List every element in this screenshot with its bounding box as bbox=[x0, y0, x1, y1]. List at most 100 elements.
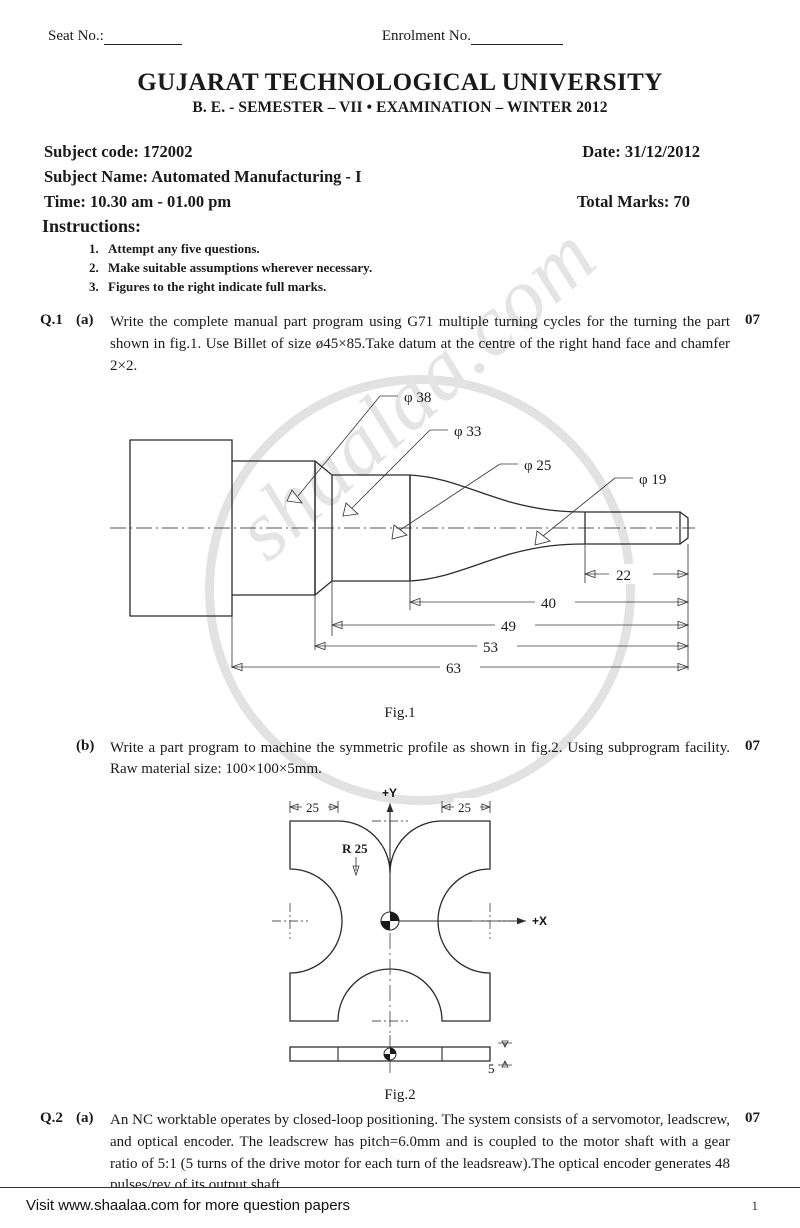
figure2-x-arrowhead bbox=[517, 917, 526, 925]
figure2-side-view-outline bbox=[289, 1046, 491, 1062]
question-text: Write a part program to machine the symm… bbox=[110, 739, 730, 778]
exam-time: Time: 10.30 am - 01.00 pm bbox=[44, 192, 232, 212]
figure-1-caption: Fig.1 bbox=[384, 704, 416, 721]
question-text: Write the complete manual part program u… bbox=[110, 314, 730, 374]
footer-row: Visit www.shaalaa.com for more question … bbox=[0, 1188, 800, 1228]
figure1-arrow-25 bbox=[391, 523, 408, 540]
seat-no-label: Seat No.: bbox=[48, 28, 104, 44]
figure-1: φ 38 φ 33 φ 25 φ 19 22 bbox=[40, 378, 760, 703]
figure1-arrow-22-right bbox=[677, 569, 690, 578]
question-sub-label: (a) bbox=[76, 312, 94, 329]
subject-name: Subject Name: Automated Manufacturing - … bbox=[44, 167, 362, 187]
subject-code: Subject code: 172002 bbox=[44, 142, 193, 161]
instruction-item: Make suitable assumptions wherever neces… bbox=[102, 259, 760, 278]
figure-2-drawing: +Y +X 25 2 bbox=[272, 786, 547, 1076]
figure1-label-63: 63 bbox=[446, 661, 461, 677]
figure1-label-phi33: φ 33 bbox=[454, 424, 481, 440]
figure2-y-arrowhead bbox=[386, 803, 394, 813]
page-number: 1 bbox=[751, 1197, 759, 1213]
figure1-arrow-19 bbox=[534, 529, 551, 546]
figure2-label-plus-x: +X bbox=[532, 914, 547, 928]
figure2-arrow-25l-b bbox=[329, 803, 340, 811]
seat-no-blank[interactable] bbox=[103, 28, 182, 45]
figure2-label-r25: R 25 bbox=[342, 841, 368, 856]
figure1-arrow-49-right bbox=[677, 620, 690, 629]
exam-paper-page: Seat No.: Enrolment No. GUJARAT TECHNOLO… bbox=[0, 0, 800, 1197]
exam-date: Date: 31/12/2012 bbox=[582, 142, 700, 161]
question-number: Q.1 bbox=[40, 312, 63, 329]
figure1-label-53: 53 bbox=[483, 640, 498, 656]
figure1-arrow-22-left bbox=[583, 569, 596, 578]
question-marks: 07 bbox=[745, 737, 760, 754]
question-number bbox=[40, 738, 76, 782]
figure1-arrow-40-right bbox=[677, 597, 690, 606]
figure1-arrow-63-left bbox=[230, 662, 243, 671]
figure2-side-datum-q1 bbox=[390, 1048, 396, 1055]
page-footer: Visit www.shaalaa.com for more question … bbox=[0, 1187, 800, 1228]
figure-1-drawing: φ 38 φ 33 φ 25 φ 19 22 bbox=[110, 390, 695, 677]
question-sub-label: (a) bbox=[76, 1110, 94, 1127]
meta-row-time: Time: 10.30 am - 01.00 pm Total Marks: 7… bbox=[40, 189, 760, 214]
figure-2: +Y +X 25 2 bbox=[40, 785, 760, 1085]
figure2-arrow-r25 bbox=[352, 865, 360, 877]
figure1-chamfer-33 bbox=[314, 460, 333, 596]
figure2-arrow-25l-a bbox=[288, 803, 299, 811]
instructions-heading: Instructions: bbox=[42, 216, 142, 237]
figure1-label-49: 49 bbox=[501, 619, 516, 635]
figure2-side-view-divisions bbox=[337, 1047, 443, 1062]
question-sub-label: (b) bbox=[76, 737, 95, 754]
figure1-label-phi25: φ 25 bbox=[524, 458, 551, 474]
instruction-item: Figures to the right indicate full marks… bbox=[102, 278, 760, 297]
enrolment-no-blank[interactable] bbox=[470, 28, 563, 45]
figure2-arrow-25r-b bbox=[481, 803, 492, 811]
meta-row-code: Subject code: 172002 Date: 31/12/2012 bbox=[40, 139, 760, 164]
figure1-arrow-63-right bbox=[677, 662, 690, 671]
figure1-label-40: 40 bbox=[541, 596, 556, 612]
figure1-leader-25 bbox=[399, 463, 501, 530]
question-text: An NC worktable operates by closed-loop … bbox=[110, 1112, 730, 1194]
figure2-side-datum-q3 bbox=[384, 1054, 390, 1061]
figure1-taper-bottom bbox=[409, 542, 586, 582]
figure1-arrow-53-right bbox=[677, 641, 690, 650]
figure1-dim-49-mask bbox=[495, 614, 535, 635]
figure1-right-chamfer bbox=[679, 511, 689, 545]
figure1-dim-53-mask bbox=[477, 635, 517, 656]
question-q1-a: Q.1 (a) Write the complete manual part p… bbox=[40, 312, 760, 377]
figure2-label-thickness: 5 bbox=[488, 1061, 495, 1076]
footer-divider bbox=[0, 1187, 800, 1188]
figure2-datum-q1 bbox=[390, 912, 399, 922]
figure1-arrow-49-left bbox=[330, 620, 343, 629]
figure2-label-25-left: 25 bbox=[306, 800, 319, 815]
question-marks: 07 bbox=[745, 1110, 760, 1127]
total-marks: Total Marks: 70 bbox=[576, 192, 690, 212]
figure2-label-plus-y: +Y bbox=[382, 786, 397, 800]
enrolment-no-label: Enrolment No. bbox=[381, 28, 471, 44]
footer-text[interactable]: Visit www.shaalaa.com for more question … bbox=[26, 1197, 351, 1214]
figure1-arrow-33 bbox=[342, 501, 359, 517]
question-marks: 07 bbox=[745, 312, 760, 329]
instruction-item: Attempt any five questions. bbox=[102, 240, 760, 259]
figure1-arrow-38 bbox=[286, 488, 303, 504]
figure2-datum-q3 bbox=[381, 921, 390, 931]
university-title: GUJARAT TECHNOLOGICAL UNIVERSITY bbox=[137, 69, 663, 96]
figure2-arrow-25r-a bbox=[440, 803, 451, 811]
figure2-profile-outline bbox=[289, 820, 491, 1022]
figure2-thickness-arrow-bottom bbox=[501, 1060, 509, 1068]
subject-meta: Subject code: 172002 Date: 31/12/2012 Su… bbox=[40, 139, 760, 296]
identification-line: Seat No.: Enrolment No. bbox=[40, 0, 760, 45]
figure2-label-25-right: 25 bbox=[458, 800, 471, 815]
figure1-leader-19 bbox=[542, 477, 616, 536]
exam-subtitle: B. E. - SEMESTER – VII • EXAMINATION – W… bbox=[192, 99, 608, 116]
figure-2-caption: Fig.2 bbox=[384, 1087, 416, 1104]
question-number: Q.2 bbox=[40, 1110, 63, 1127]
figure1-dim-63-mask bbox=[440, 656, 480, 677]
question-q2-a: Q.2 (a) An NC worktable operates by clos… bbox=[40, 1110, 760, 1197]
figure2-thickness-arrow-top bbox=[501, 1040, 509, 1049]
figure1-arrow-53-left bbox=[313, 641, 326, 650]
figure1-leader-33 bbox=[351, 429, 431, 508]
figure1-label-phi19: φ 19 bbox=[639, 472, 666, 488]
instructions-list: Attempt any five questions. Make suitabl… bbox=[40, 240, 760, 296]
question-q1-b: (b) Write a part program to machine the … bbox=[40, 738, 760, 782]
figure1-leader-38 bbox=[297, 395, 381, 496]
figure1-label-phi38: φ 38 bbox=[404, 390, 431, 406]
